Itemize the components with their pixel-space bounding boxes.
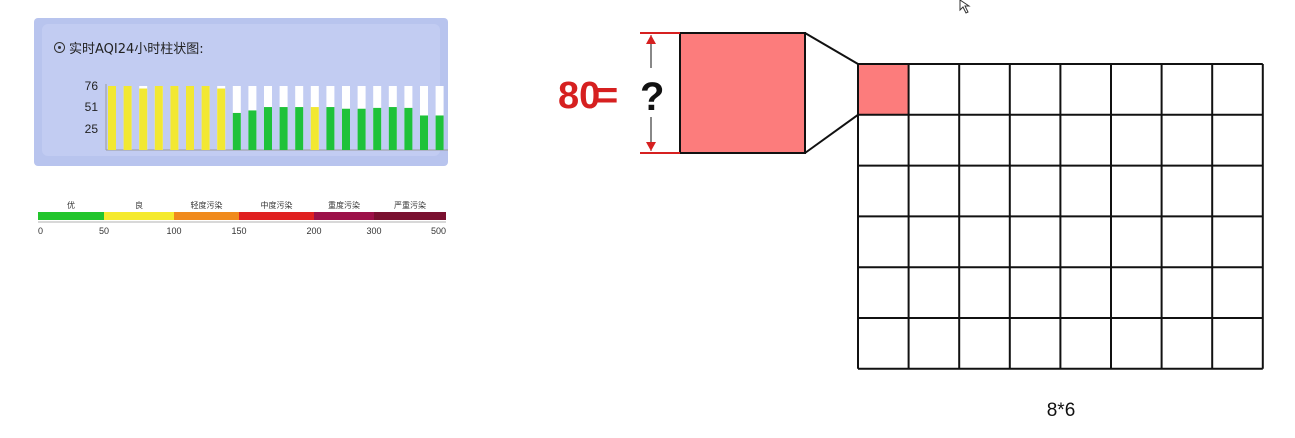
aqi-bar <box>123 86 132 150</box>
x-tick-label: 15 <box>105 154 119 156</box>
legend-category-label: 良 <box>135 200 143 210</box>
zoom-connector-line <box>804 32 859 65</box>
aqi-bar <box>310 107 319 150</box>
legend-color-segment <box>314 212 374 220</box>
aqi-widget: 实时AQI24小时柱状图: 765125151720230205081114 <box>34 18 448 166</box>
equation-sign: = <box>596 75 618 117</box>
x-tick-label: 08 <box>370 154 384 156</box>
aqi-bar <box>342 108 350 150</box>
legend-color-segment <box>104 212 174 220</box>
legend-category-label: 轻度污染 <box>191 200 223 210</box>
legend-color-segment <box>239 212 314 220</box>
aqi-bar <box>139 88 148 150</box>
aqi-bar <box>404 107 413 150</box>
aqi-bar <box>373 107 382 150</box>
grid-diagram: 80 = ? 8*6 <box>558 32 1264 421</box>
legend-tick-label: 300 <box>366 226 381 236</box>
aqi-bar <box>357 108 366 150</box>
legend-tick-label: 0 <box>38 226 43 236</box>
arrow-down-icon <box>646 142 656 151</box>
aqi-bar <box>326 107 335 150</box>
legend-category-label: 中度污染 <box>261 200 293 210</box>
aqi-bar <box>264 107 272 150</box>
aqi-bar <box>170 86 179 150</box>
legend-category-label: 优 <box>67 200 75 210</box>
arrow-up-icon <box>646 35 656 44</box>
x-tick-label: 17 <box>136 154 150 156</box>
aqi-chart-title: 实时AQI24小时柱状图: <box>54 38 204 57</box>
diagram-geometry <box>640 32 1264 370</box>
zoom-connector-line <box>804 113 859 154</box>
aqi-bar <box>435 115 444 150</box>
y-tick-label: 76 <box>85 79 99 93</box>
grid-size-label: 8*6 <box>1047 400 1076 421</box>
y-tick-label: 25 <box>85 122 99 136</box>
legend-tick-label: 50 <box>99 226 109 236</box>
aqi-chart-title-text: 实时AQI24小时柱状图: <box>69 42 204 57</box>
legend-color-segment <box>174 212 239 220</box>
x-tick-label: 02 <box>276 154 290 156</box>
legend-tick-label: 150 <box>231 226 246 236</box>
aqi-bar <box>108 86 116 150</box>
aqi-bar <box>201 86 210 150</box>
legend-tick-label: 500 <box>431 226 446 236</box>
legend-color-segment <box>374 212 446 220</box>
magnified-cell <box>679 32 806 154</box>
target-icon <box>54 42 65 53</box>
y-tick-label: 51 <box>85 100 99 114</box>
x-tick-label: 23 <box>230 154 244 156</box>
aqi-bar <box>388 107 397 150</box>
aqi-bar <box>295 107 304 150</box>
aqi-legend: 优 良 轻度污染 中度污染 重度污染 严重污染 0 50 100 150 200 300 500 <box>38 200 446 236</box>
aqi-bar <box>248 110 257 150</box>
x-tick-label: 11 <box>417 154 431 156</box>
aqi-bar <box>154 86 163 150</box>
aqi-bar <box>232 112 241 150</box>
question-mark: ? <box>640 75 664 119</box>
aqi-bar <box>279 107 288 150</box>
aqi-bar <box>186 86 194 150</box>
equation-value: 80 <box>558 75 600 117</box>
x-tick-label: 05 <box>323 154 337 156</box>
legend-tick-label: 100 <box>166 226 181 236</box>
x-tick-label: 20 <box>183 154 197 156</box>
legend-color-segment <box>38 212 104 220</box>
aqi-bar-chart: 765125151720230205081114 <box>85 79 448 156</box>
legend-category-label: 严重污染 <box>394 200 426 210</box>
aqi-bar <box>217 88 226 150</box>
legend-category-label: 重度污染 <box>328 200 360 210</box>
legend-tick-label: 200 <box>306 226 321 236</box>
highlighted-cell <box>858 64 909 115</box>
mouse-cursor-icon <box>959 0 971 14</box>
aqi-bar <box>420 115 428 150</box>
